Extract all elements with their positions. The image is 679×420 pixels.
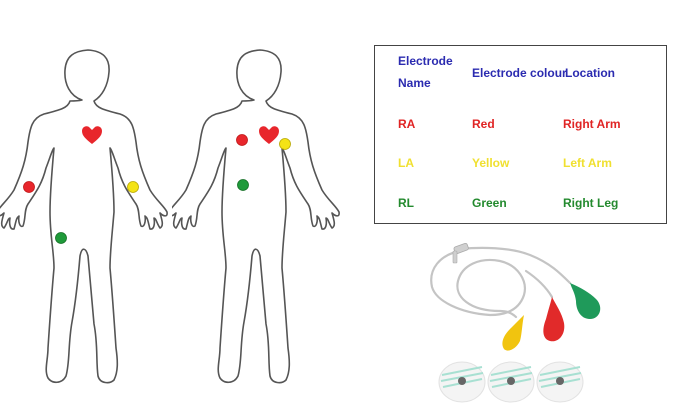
body-figure-chest-placement	[172, 49, 340, 384]
row-rl-colour: Green	[472, 196, 507, 210]
row-la-name: LA	[398, 156, 414, 170]
ecg-cable-kit-image	[430, 242, 601, 403]
row-rl-name: RL	[398, 196, 414, 210]
row-ra-location: Right Arm	[563, 117, 621, 131]
electrode-la-dot	[127, 181, 139, 193]
body-figure-limb-placement	[0, 49, 168, 384]
row-ra-name: RA	[398, 117, 416, 131]
cable-icon	[430, 246, 572, 319]
row-ra-colour: Red	[472, 117, 495, 131]
row-la-location: Left Arm	[563, 156, 612, 170]
electrode-legend-table: Electrode Name Electrode colour Location…	[374, 45, 667, 224]
electrode-la-dot	[279, 138, 291, 150]
electrode-pad-2	[487, 361, 535, 403]
body-outline	[172, 49, 340, 384]
row-la-colour: Yellow	[472, 156, 510, 170]
electrode-pad-1	[438, 361, 486, 403]
heart-icon	[259, 126, 279, 144]
header-electrode-name-line1: Electrode	[398, 54, 453, 68]
snap-yellow-icon	[502, 315, 524, 351]
row-rl-location: Right Leg	[563, 196, 619, 210]
snap-red-icon	[543, 297, 565, 342]
heart-icon	[82, 126, 102, 144]
body-outline	[0, 49, 168, 384]
electrode-pad-3	[536, 361, 584, 403]
electrode-ra-dot	[23, 181, 35, 193]
electrode-rl-dot	[55, 232, 67, 244]
plug-pin	[452, 250, 458, 264]
header-electrode-colour: Electrode colour	[472, 66, 567, 80]
snap-green-icon	[570, 283, 601, 319]
electrode-rl-dot	[237, 179, 249, 191]
header-electrode-name-line2: Name	[398, 76, 431, 90]
electrode-ra-dot	[236, 134, 248, 146]
header-location: Location	[565, 66, 615, 80]
